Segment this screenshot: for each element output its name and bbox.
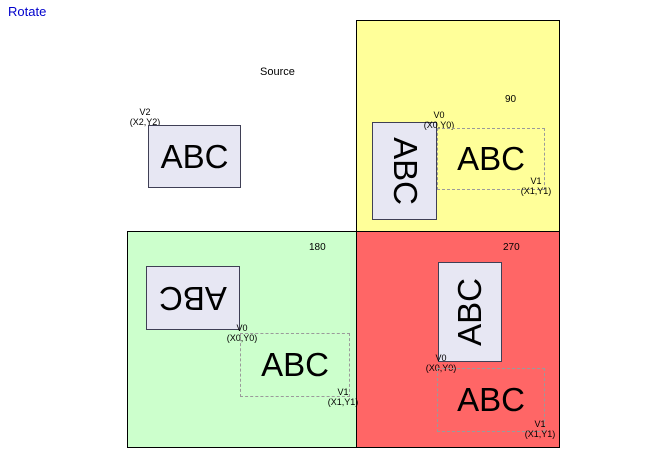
vertex-v0-180-name: V0	[236, 323, 248, 333]
dest-abc-text-180: ABC	[261, 346, 329, 383]
dest-abc-text-90: ABC	[457, 140, 525, 177]
vertex-v1-270-coords: (X1,Y1)	[524, 429, 556, 439]
vertex-label-v0-90: V0 (X0,Y0)	[417, 110, 461, 130]
vertex-v1-180-name: V1	[337, 387, 349, 397]
vertex-v2-name: V2	[139, 107, 151, 117]
rotated-abc-text-270: ABC	[451, 278, 489, 346]
vertex-v1-180-coords: (X1,Y1)	[327, 397, 359, 407]
dest-outline-90: ABC	[437, 128, 545, 190]
dest-outline-270: ABC	[437, 368, 545, 432]
vertex-label-v0-180: V0 (X0,Y0)	[220, 323, 264, 343]
rotated-abc-text-180: ABC	[159, 280, 227, 317]
vertex-v1-90-name: V1	[530, 176, 542, 186]
vertex-label-v1-270: V1 (X1,Y1)	[517, 419, 563, 439]
angle-label-270: 270	[503, 242, 520, 253]
vertex-label-v1-180: V1 (X1,Y1)	[320, 387, 366, 407]
rotated-abc-box-90: ABC	[372, 122, 437, 220]
dest-abc-text-270: ABC	[457, 381, 525, 418]
vertex-v0-180-coords: (X0,Y0)	[226, 333, 258, 343]
vertex-v0-270-name: V0	[435, 353, 447, 363]
angle-label-90: 90	[505, 94, 517, 105]
source-abc-text: ABC	[160, 137, 229, 175]
vertex-label-v1-90: V1 (X1,Y1)	[513, 176, 559, 196]
vertex-v0-90-coords: (X0,Y0)	[423, 120, 455, 130]
dest-outline-180: ABC	[240, 333, 350, 397]
vertex-v0-90-name: V0	[433, 110, 445, 120]
angle-label-180: 180	[309, 242, 326, 253]
source-abc-box: ABC	[148, 125, 241, 188]
rotated-abc-box-270: ABC	[438, 262, 502, 362]
rotate-link[interactable]: Rotate	[8, 4, 47, 19]
source-label: Source	[260, 66, 295, 78]
vertex-v2-coords: (X2,Y2)	[129, 117, 161, 127]
rotated-abc-box-180: ABC	[146, 266, 240, 330]
rotated-abc-text-90: ABC	[386, 137, 424, 205]
vertex-label-v2: V2 (X2,Y2)	[123, 107, 167, 127]
vertex-v1-90-coords: (X1,Y1)	[520, 186, 552, 196]
vertex-v1-270-name: V1	[534, 419, 546, 429]
